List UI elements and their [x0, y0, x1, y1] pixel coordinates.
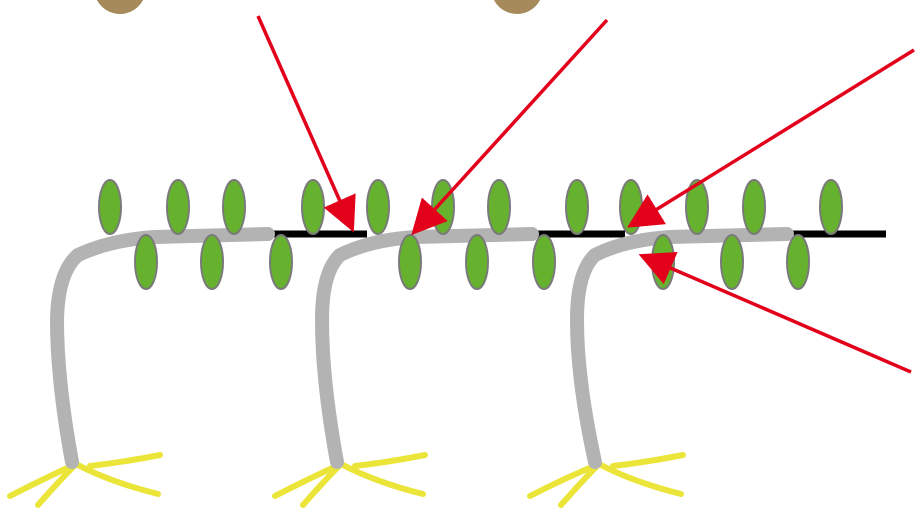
- stem: [322, 234, 532, 462]
- leaf: [620, 180, 642, 234]
- root: [10, 464, 76, 496]
- leaf: [399, 235, 421, 289]
- arrow-3: [633, 50, 914, 224]
- leaf: [533, 235, 555, 289]
- stem: [57, 234, 268, 462]
- root: [76, 464, 158, 494]
- root: [613, 455, 683, 466]
- leaf: [488, 180, 510, 234]
- leaf: [223, 180, 245, 234]
- leaf: [820, 180, 842, 234]
- leaf: [787, 235, 809, 289]
- leaf: [302, 180, 324, 234]
- leaf: [367, 180, 389, 234]
- leaf: [201, 235, 223, 289]
- root: [355, 455, 425, 466]
- leaf: [99, 180, 121, 234]
- root: [341, 464, 423, 494]
- root: [530, 464, 599, 496]
- root: [90, 455, 160, 466]
- partial-circle-left: [94, 0, 146, 14]
- leaf: [135, 235, 157, 289]
- plants-layer: [10, 180, 886, 505]
- leaf: [743, 180, 765, 234]
- stem: [577, 234, 787, 462]
- partial-circle-right: [491, 0, 543, 14]
- leaf: [466, 235, 488, 289]
- root: [599, 464, 681, 494]
- leaf: [270, 235, 292, 289]
- leaf: [566, 180, 588, 234]
- leaf: [721, 235, 743, 289]
- leaf: [167, 180, 189, 234]
- root: [275, 464, 341, 496]
- arrow-4: [645, 257, 911, 372]
